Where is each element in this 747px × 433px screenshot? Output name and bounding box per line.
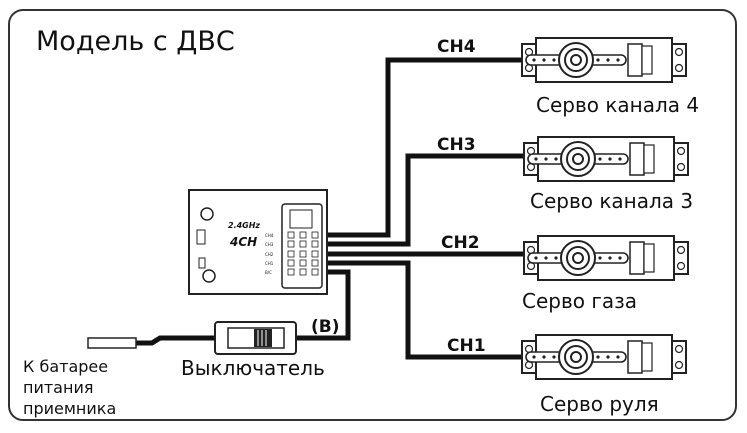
- receiver-port-ch3: CH3: [265, 242, 274, 247]
- channel-label-ch3: CH3: [437, 135, 476, 155]
- battery-port-label: (B): [311, 317, 340, 337]
- servo-ch2: Серво газа: [522, 235, 689, 313]
- receiver-port-bc: B/C: [265, 270, 272, 275]
- servo-ch2-icon: [523, 235, 689, 281]
- channel-label-ch4: CH4: [437, 37, 476, 57]
- servo-ch2-label: Серво газа: [522, 289, 637, 313]
- switch-slider-icon: [254, 329, 272, 347]
- wire-ch4: [324, 57, 522, 238]
- battery-label-line-2: питания: [23, 378, 93, 397]
- servo-ch1: Серво руля: [521, 334, 687, 416]
- receiver-port-ch4: CH4: [265, 233, 274, 238]
- channel-label-ch1: CH1: [447, 336, 486, 356]
- servo-ch1-label: Серво руля: [540, 392, 659, 416]
- battery-label-line-3: приемника: [23, 399, 116, 418]
- receiver-band-label: 2.4GHz: [228, 221, 260, 230]
- diagram-title: Модель с ДВС: [36, 26, 235, 57]
- wire-battery-lead: [136, 335, 215, 346]
- switch-label: Выключатель: [181, 356, 325, 380]
- receiver-link-button-icon: [198, 257, 206, 269]
- channel-label-ch2: CH2: [441, 233, 480, 253]
- receiver-port-ch1: CH1: [265, 261, 274, 266]
- servo-ch4: Серво канала 4: [521, 37, 699, 117]
- wire-ch1: [324, 260, 522, 360]
- diagram-frame: [8, 9, 737, 421]
- servo-ch3-icon: [523, 136, 689, 182]
- receiver-model-label: 4CH: [229, 235, 257, 249]
- servo-ch3: Серво канала 3: [523, 136, 693, 213]
- power-switch: Выключатель: [181, 321, 325, 380]
- wire-battery-port: [296, 269, 351, 341]
- receiver-connector-latch: [289, 209, 313, 229]
- receiver-antenna-hole-icon: [200, 207, 214, 221]
- battery-label-line-1: К батарее: [23, 357, 108, 376]
- servo-ch4-label: Серво канала 4: [536, 93, 699, 117]
- servo-ch1-icon: [521, 334, 687, 380]
- receiver-port-ch2: CH2: [265, 252, 274, 257]
- servo-ch4-icon: [521, 37, 687, 83]
- receiver: 2.4GHz 4CH CH4 CH3 CH2 CH1 B/C: [188, 189, 328, 295]
- receiver-pins: [287, 231, 319, 276]
- servo-ch3-label: Серво канала 3: [530, 189, 693, 213]
- receiver-mount-hole-icon: [202, 269, 216, 283]
- battery-connector-icon: [87, 337, 137, 349]
- receiver-led-icon: [196, 229, 206, 245]
- wire-ch3: [324, 153, 524, 247]
- wires: [136, 57, 524, 360]
